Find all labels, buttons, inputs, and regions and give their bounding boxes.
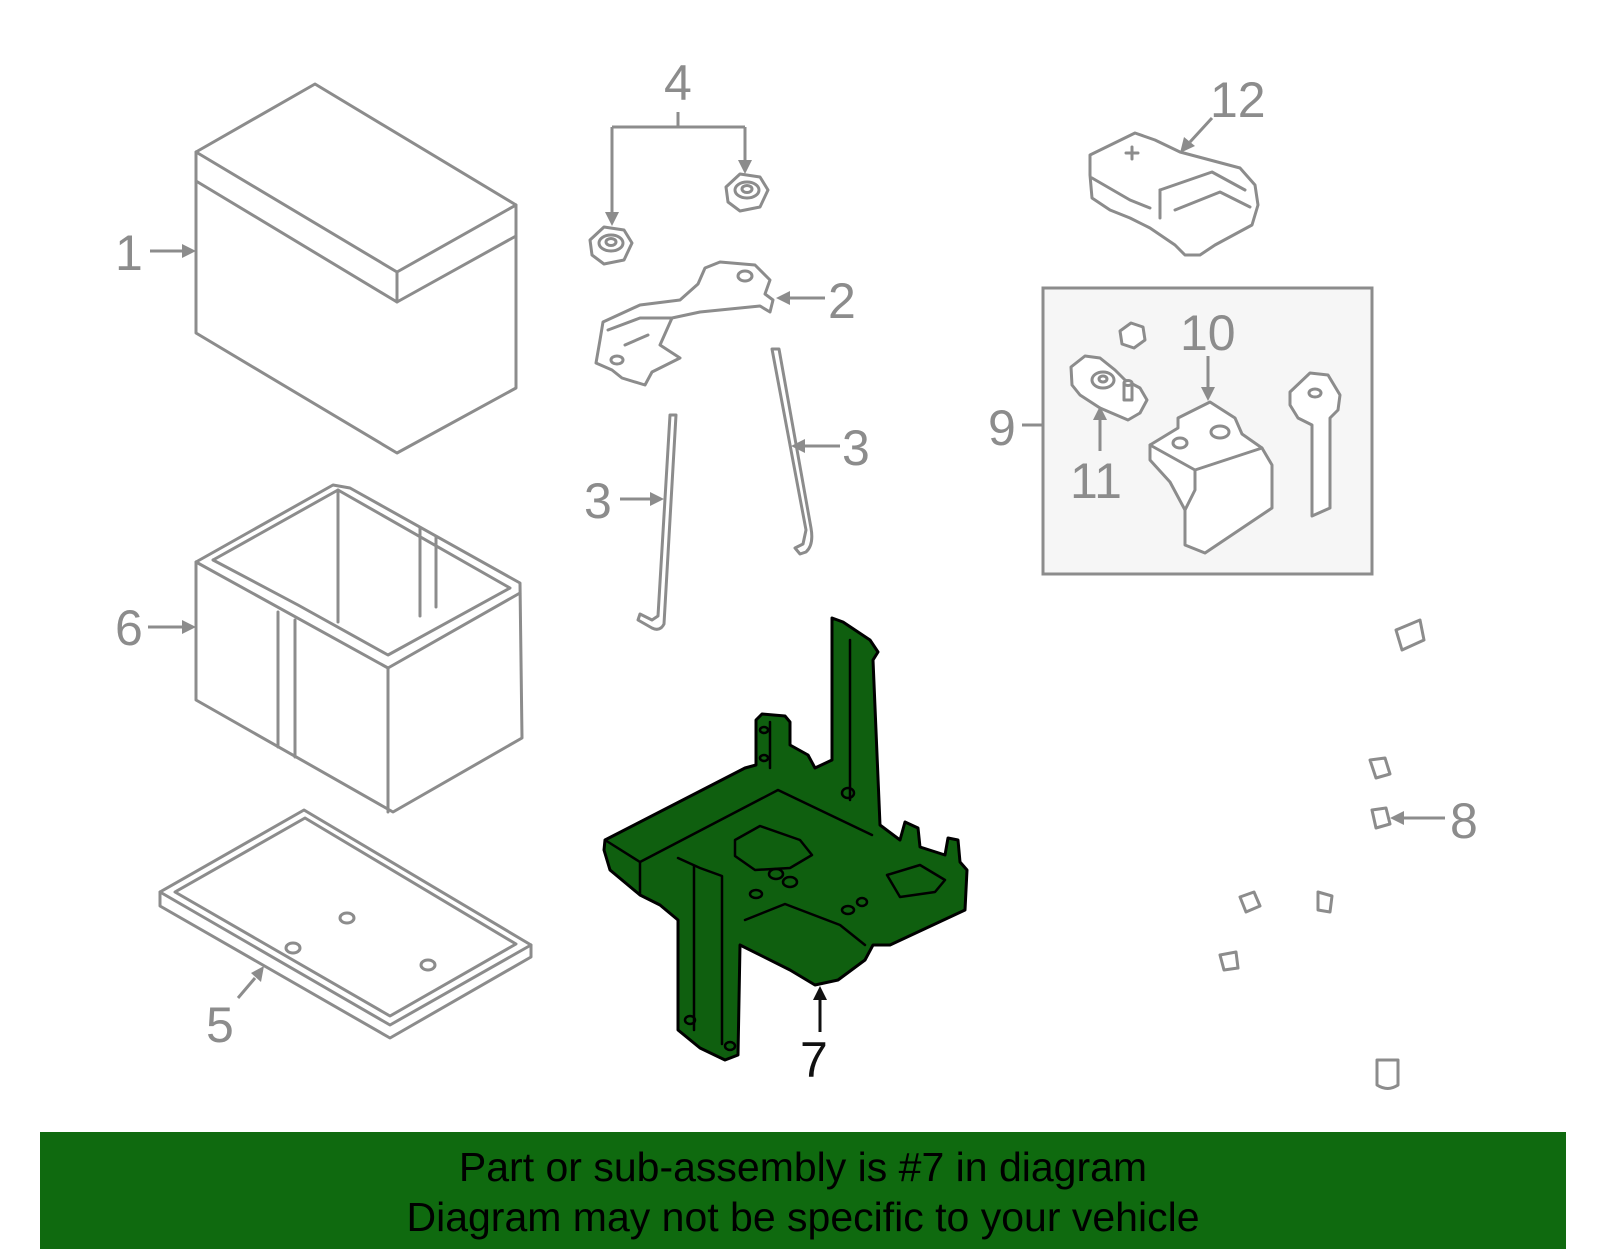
callout-9: 9 (988, 400, 1043, 456)
info-banner: Part or sub-assembly is #7 in diagram Di… (40, 1132, 1566, 1249)
callout-4: 4 (605, 55, 752, 226)
callout-10-number: 10 (1180, 305, 1236, 361)
part-7-battery-tray[interactable] (602, 616, 969, 1062)
callout-9-number: 9 (988, 400, 1016, 456)
part-10-terminal[interactable] (1148, 400, 1274, 555)
part-12-terminal-cover[interactable] (1088, 131, 1260, 257)
part-2-hold-down-bracket[interactable] (594, 260, 775, 387)
part-3-j-bolt-right[interactable] (770, 347, 814, 556)
part-4-nut-right[interactable] (724, 172, 770, 213)
part-9-cable-terminal[interactable] (1288, 371, 1342, 518)
part-5-tray-pad[interactable] (158, 808, 533, 1040)
callout-1-number: 1 (115, 225, 143, 281)
part-11-clamp[interactable] (1069, 354, 1149, 422)
part-8-battery-cable[interactable] (1218, 618, 1426, 1090)
callout-11: 11 (1070, 406, 1122, 509)
callout-2: 2 (776, 273, 856, 329)
part-4-nut-left[interactable] (588, 225, 634, 266)
banner-line-1: Part or sub-assembly is #7 in diagram (458, 1144, 1148, 1190)
callout-7-number: 7 (800, 1032, 828, 1088)
callout-3-right: 3 (791, 420, 870, 476)
banner-line-2: Diagram may not be specific to your vehi… (406, 1194, 1200, 1240)
callout-3-right-number: 3 (842, 420, 870, 476)
callout-3-left-number: 3 (584, 473, 612, 529)
part-1-battery[interactable] (194, 82, 518, 455)
part-6-battery-insulator[interactable] (194, 483, 524, 814)
callout-10: 10 (1180, 305, 1236, 401)
callout-11-number: 11 (1070, 453, 1122, 509)
callout-5-number: 5 (206, 997, 234, 1053)
callout-3-left: 3 (584, 473, 664, 529)
callout-12: 12 (1180, 72, 1266, 153)
callout-6-number: 6 (115, 600, 143, 656)
part-9-nut[interactable] (1118, 321, 1147, 350)
callout-8-number: 8 (1450, 793, 1478, 849)
callout-2-number: 2 (828, 273, 856, 329)
callout-12-number: 12 (1210, 72, 1266, 128)
callout-7: 7 (800, 986, 828, 1088)
callout-4-number: 4 (664, 55, 692, 111)
callout-1: 1 (115, 225, 196, 281)
callout-5: 5 (206, 966, 264, 1053)
callout-8: 8 (1390, 793, 1478, 849)
callout-6: 6 (115, 600, 196, 656)
part-3-j-bolt-left[interactable] (636, 413, 678, 631)
